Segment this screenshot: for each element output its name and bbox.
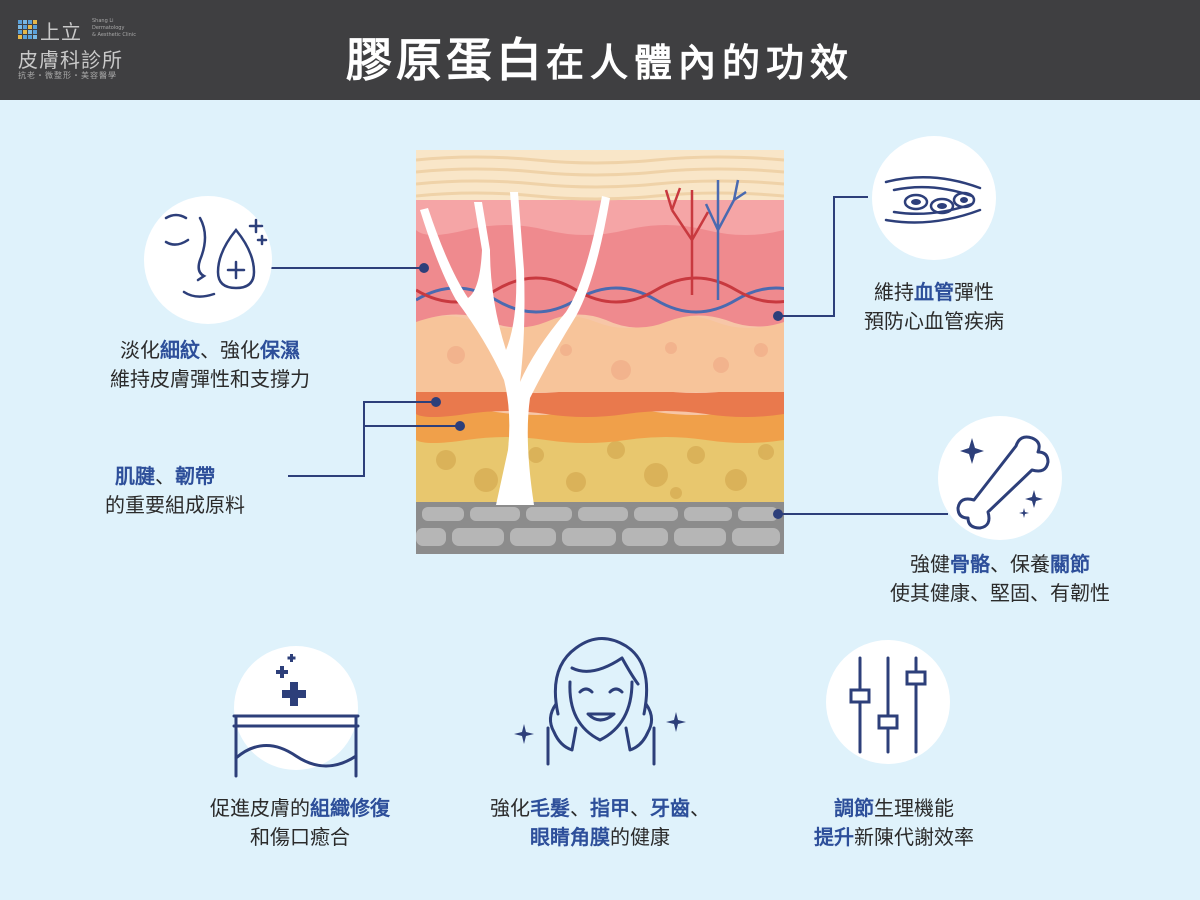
logo-clinic-type: 皮膚科診所 — [18, 48, 123, 72]
bone-circle — [938, 416, 1062, 540]
caption-tissue-repair: 促進皮膚的組織修復 和傷口癒合 — [210, 796, 390, 849]
skin-cross-section-diagram — [416, 150, 784, 554]
skin-repair-icon — [232, 654, 360, 778]
page-title: 膠原蛋白在人體內的功效 — [345, 33, 854, 87]
caption-tendon-ligament: 肌腱、韌帶 的重要組成原料 — [105, 464, 245, 517]
woman-face-icon — [514, 637, 686, 766]
blood-vessel-circle — [872, 136, 996, 260]
clinic-logo-icon — [18, 20, 37, 39]
caption-hair-nails-teeth: 強化毛髮、指甲、牙齒、 眼睛角膜的健康 — [490, 796, 710, 849]
bone-icon — [956, 435, 1050, 530]
logo-name: 上立 — [40, 20, 82, 44]
caption-metabolism: 調節生理機能 提升新陳代謝效率 — [814, 796, 974, 849]
blood-vessel-icon — [884, 175, 982, 224]
caption-wrinkle-hydration: 淡化細紋、強化保濕 維持皮膚彈性和支撐力 — [110, 338, 310, 391]
caption-blood-vessel: 維持血管彈性 預防心血管疾病 — [864, 280, 1004, 333]
face-drop-icon — [164, 213, 268, 298]
slider-controls-icon — [849, 656, 927, 754]
connector-tendon — [288, 401, 460, 477]
logo-services: 抗老・微整形・美容醫學 — [18, 71, 117, 80]
skin-repair-circle — [234, 646, 358, 770]
caption-bone-joint: 強健骨骼、保養關節 使其健康、堅固、有韌性 — [890, 552, 1110, 605]
logo-english-name: Shang Li Dermatology & Aesthetic Clinic — [92, 18, 136, 38]
collagen-fiber-tree — [420, 192, 610, 505]
fat-layer — [416, 432, 784, 502]
connector-vessel — [780, 196, 868, 317]
header-bar: 上立 Shang Li Dermatology & Aesthetic Clin… — [0, 0, 1200, 100]
